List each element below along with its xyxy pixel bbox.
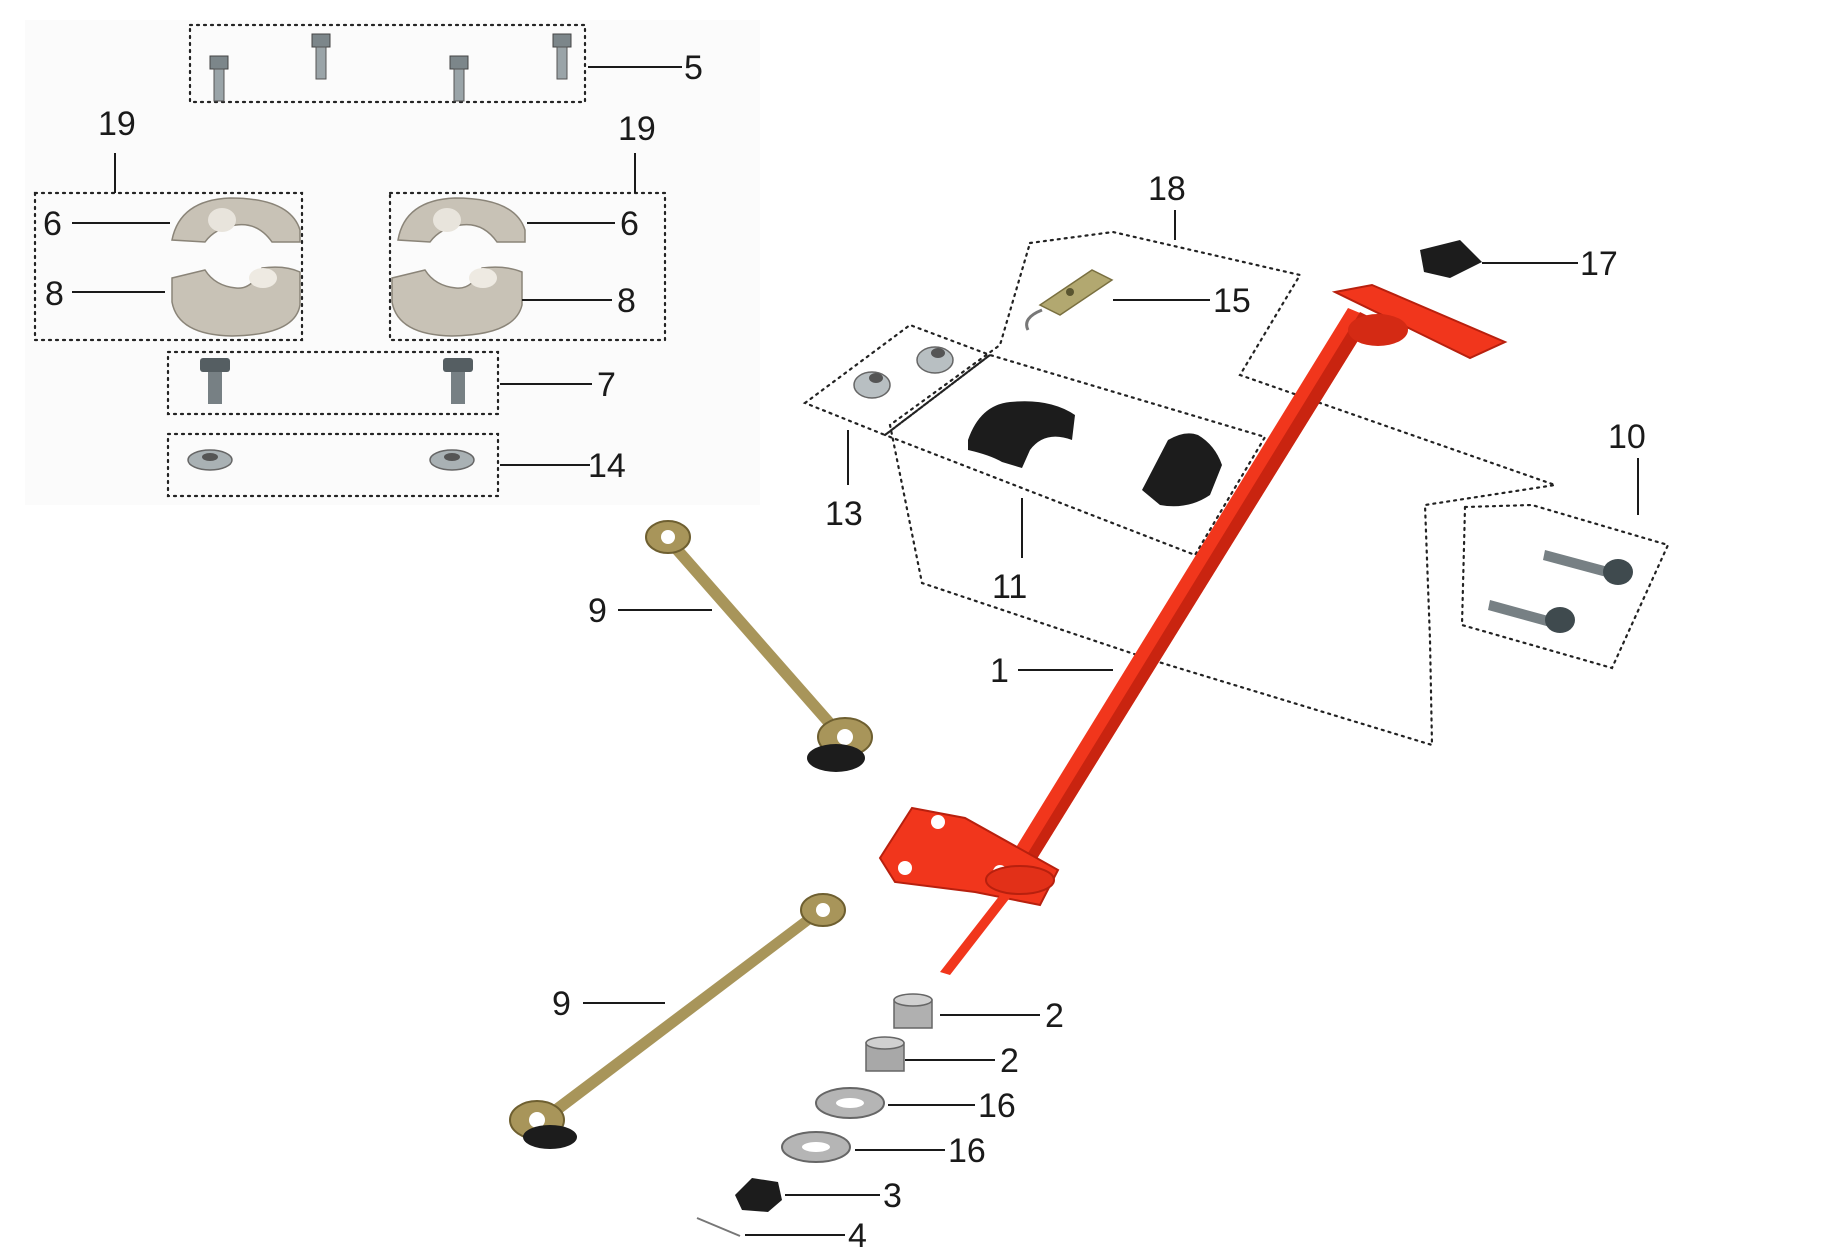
steering-shaft	[878, 283, 1508, 975]
collar-nut-right	[916, 346, 954, 374]
group-box-13	[802, 323, 993, 437]
callout-6-left: 6	[43, 205, 62, 243]
callout-7: 7	[597, 366, 616, 404]
nut-right	[429, 449, 475, 471]
nut-left	[187, 449, 233, 471]
clamp-lower-right	[391, 266, 523, 337]
washer-lower	[781, 1131, 851, 1163]
group-box-10	[1460, 503, 1670, 670]
washer-upper	[815, 1087, 885, 1119]
callout-14: 14	[588, 447, 626, 485]
callout-5: 5	[684, 49, 703, 87]
bolt-pair-10	[1488, 550, 1633, 633]
callout-6-right: 6	[620, 205, 639, 243]
group-box-11	[882, 353, 1267, 557]
shaft-tube-shade	[1020, 312, 1372, 870]
callout-19-right: 19	[618, 110, 656, 148]
bolt-icon	[449, 55, 469, 102]
castle-nut	[735, 1178, 782, 1212]
clamp-upper-right	[397, 197, 526, 243]
shaft-collar	[985, 865, 1055, 895]
shaft-end	[940, 895, 1012, 975]
callout-8-left: 8	[45, 275, 64, 313]
callout-19-left: 19	[98, 105, 136, 143]
callout-labels: 5 19 19 6 6 8 8 7 14 9 9 11 13 18 10 15 …	[43, 49, 1646, 1255]
callout-15: 15	[1213, 282, 1251, 320]
clamp-lower-left	[171, 266, 301, 337]
sleeve-bushing-lower	[865, 1036, 905, 1072]
callout-13: 13	[825, 495, 863, 533]
callout-9-upper: 9	[588, 592, 607, 630]
bolt-icon	[552, 33, 572, 80]
group-box-18	[888, 230, 1556, 747]
callout-2-upper: 2	[1045, 997, 1064, 1035]
callout-4: 4	[848, 1217, 867, 1255]
flange-bolt-right	[443, 358, 473, 404]
callout-8-right: 8	[617, 282, 636, 320]
top-plate	[1331, 283, 1508, 360]
bushing-half-left	[968, 401, 1075, 468]
cotter-pin	[696, 1217, 741, 1237]
bolt-icon	[209, 55, 229, 102]
callout-9-lower: 9	[552, 985, 571, 1023]
group-box-19-right	[388, 191, 667, 342]
group-box-5	[188, 23, 587, 104]
top-plate-hub	[1348, 314, 1408, 346]
callout-16-lower: 16	[948, 1132, 986, 1170]
bolt-icon	[311, 33, 331, 80]
callout-1: 1	[990, 652, 1009, 690]
callout-16-upper: 16	[978, 1087, 1016, 1125]
collar-nut-left	[853, 371, 891, 399]
clamp-upper-left	[171, 197, 301, 243]
callout-2-lower: 2	[1000, 1042, 1019, 1080]
tie-rod-upper	[645, 520, 873, 772]
bolt-set-5	[209, 33, 572, 102]
bushing-half-right	[1142, 433, 1222, 507]
flange-bolt-left	[200, 358, 230, 404]
sleeve-bushing-upper	[893, 993, 933, 1029]
tie-rod-lower	[509, 893, 846, 1149]
group-box-19-left	[33, 191, 304, 342]
spring-plate	[1025, 269, 1114, 331]
leader-lines	[72, 66, 1639, 1236]
callout-10: 10	[1608, 418, 1646, 456]
rubber-cap	[1420, 240, 1482, 278]
callout-3: 3	[883, 1177, 902, 1215]
bracket-hole-1	[931, 815, 945, 829]
callout-18: 18	[1148, 170, 1186, 208]
callout-11: 11	[992, 568, 1027, 606]
inset-panel	[25, 20, 760, 505]
bracket-hole-2	[898, 861, 912, 875]
callout-17: 17	[1580, 245, 1618, 283]
